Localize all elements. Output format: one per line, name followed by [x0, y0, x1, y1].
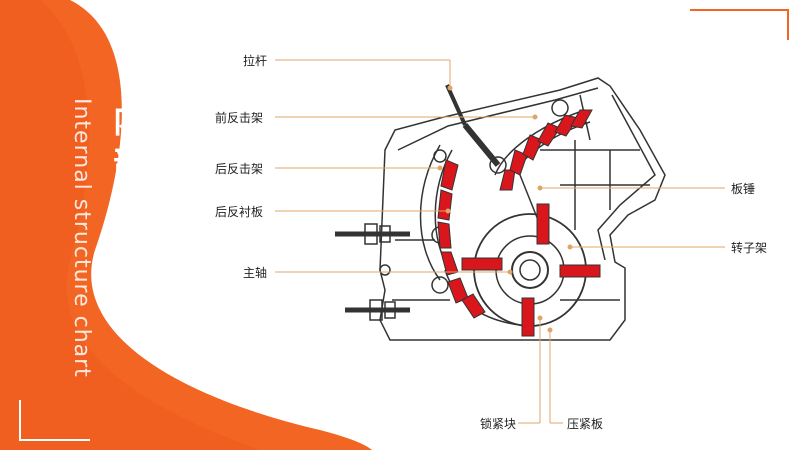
front-liner-plate: [570, 109, 593, 129]
title-char: 内: [113, 101, 147, 141]
title-vertical: 内 部 结 构 图: [112, 100, 148, 310]
orange-background-highlight: [0, 0, 260, 450]
leader-dot: [532, 114, 538, 120]
lower-adjust-nut-2: [384, 301, 396, 319]
label-lock-block: 锁紧块: [480, 417, 517, 431]
title-char: 图: [113, 269, 147, 309]
leader-dot: [537, 185, 543, 191]
bottom-left-frame: [19, 400, 90, 441]
upper-adjust-nut: [364, 223, 378, 245]
blow-bars: [461, 203, 601, 337]
leader-dot: [567, 244, 573, 250]
label-front-impact-frame: 前反击架: [215, 111, 264, 125]
label-tie-rod: 拉杆: [243, 54, 268, 68]
leader-dot: [537, 315, 543, 321]
label-rotor-frame: 转子架: [731, 241, 768, 255]
subtitle-vertical: Internal structure chart: [69, 98, 94, 378]
front-liner-plate: [554, 114, 579, 137]
liner-plates: [437, 109, 593, 319]
leader-dot: [437, 165, 443, 171]
blow-bar-left: [461, 257, 503, 271]
blow-bar-right: [559, 264, 601, 278]
housing-right-inner: [597, 94, 656, 261]
rear-liner-plate: [437, 189, 453, 221]
main-shaft-core: [519, 259, 541, 281]
title-char: 构: [113, 227, 147, 267]
main-shaft-circle: [511, 251, 549, 289]
label-main-shaft: 主轴: [243, 266, 268, 280]
rear-liner-plate: [440, 159, 459, 191]
lower-liner-plate: [461, 293, 486, 319]
label-pressing-plate: 压紧板: [567, 417, 604, 431]
leader-dot: [447, 85, 453, 91]
lower-frame-pivot: [431, 276, 449, 294]
leader-dot: [547, 327, 553, 333]
title-char: 部: [113, 143, 147, 183]
label-rear-impact-frame: 后反击架: [215, 162, 264, 176]
blow-bar-bottom: [521, 297, 535, 337]
tie-rod: [445, 84, 467, 126]
top-right-frame: [690, 9, 789, 40]
orange-background-shape: [0, 0, 372, 450]
front-liner-plate: [522, 134, 543, 161]
leader-lines: [275, 59, 725, 424]
tie-rod-pin: [489, 156, 507, 174]
front-liner-plate: [537, 122, 561, 147]
label-blow-bar: 板锤: [731, 182, 756, 196]
front-frame-pivot: [551, 99, 569, 117]
front-liner-plate: [499, 169, 516, 191]
housing-inner-line: [397, 87, 599, 151]
rear-liner-plate: [437, 221, 452, 249]
housing-outline: [379, 77, 666, 341]
lower-adjust-nut: [369, 299, 383, 321]
rotor-middle: [495, 235, 565, 305]
blow-bar-top: [536, 203, 550, 245]
front-impact-curve: [494, 109, 586, 176]
leader-dot: [507, 269, 513, 275]
bolt: [379, 264, 391, 276]
rear-liner-curve-outer: [419, 144, 441, 281]
title-char: 结: [113, 185, 147, 225]
bolt: [433, 149, 447, 163]
label-rear-liner: 后反衬板: [215, 205, 264, 219]
upper-adjust-nut-2: [379, 225, 391, 243]
leader-dot: [445, 208, 451, 214]
